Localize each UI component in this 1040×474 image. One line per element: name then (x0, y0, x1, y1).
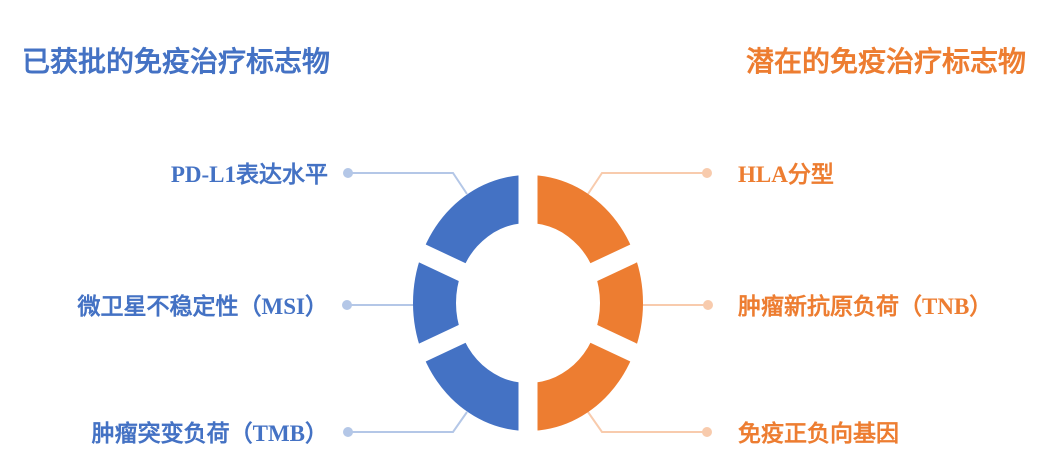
approved-ring-half (413, 175, 528, 431)
connector-hla (587, 172, 707, 195)
marker-tmb: 肿瘤突变负荷（TMB） (91, 421, 328, 446)
dot-pd-l1 (343, 168, 353, 178)
dot-tnb (703, 300, 713, 310)
approved-connectors (348, 172, 468, 433)
marker-immune-genes: 免疫正负向基因 (738, 421, 899, 446)
dot-msi (342, 300, 352, 310)
potential-markers-title: 潜在的免疫治疗标志物 (745, 46, 1026, 77)
connector-pd-l1 (348, 172, 468, 195)
approved-markers-title: 已获批的免疫治疗标志物 (22, 46, 331, 77)
marker-pd-l1: PD-L1表达水平 (170, 162, 328, 187)
marker-msi: 微卫星不稳定性（MSI） (77, 294, 328, 319)
connector-immune-genes (587, 411, 707, 433)
marker-hla: HLA分型 (738, 162, 834, 187)
potential-connectors (587, 172, 707, 433)
connector-tmb (348, 411, 468, 433)
potential-ring-half (528, 175, 643, 431)
dot-immune-genes (702, 427, 712, 437)
dot-hla (702, 168, 712, 178)
ring-gaps (393, 160, 663, 446)
marker-tnb: 肿瘤新抗原负荷（TNB） (738, 294, 993, 319)
dot-tmb (343, 427, 353, 437)
